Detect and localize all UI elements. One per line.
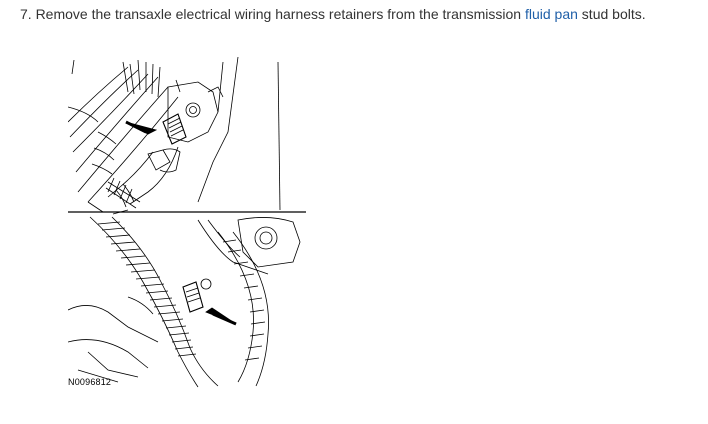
instruction-suffix: stud bolts.	[577, 6, 646, 22]
instruction-step-7: 7. Remove the transaxle electrical wirin…	[20, 5, 700, 23]
upper-view	[68, 56, 281, 215]
wiring-harness-illustration	[68, 52, 308, 392]
instruction-prefix: 7. Remove the transaxle electrical wirin…	[20, 6, 525, 22]
figure-id-label: N0096812	[68, 377, 112, 387]
lower-view	[68, 216, 301, 388]
fluid-pan-link[interactable]: fluid pan	[524, 6, 578, 22]
